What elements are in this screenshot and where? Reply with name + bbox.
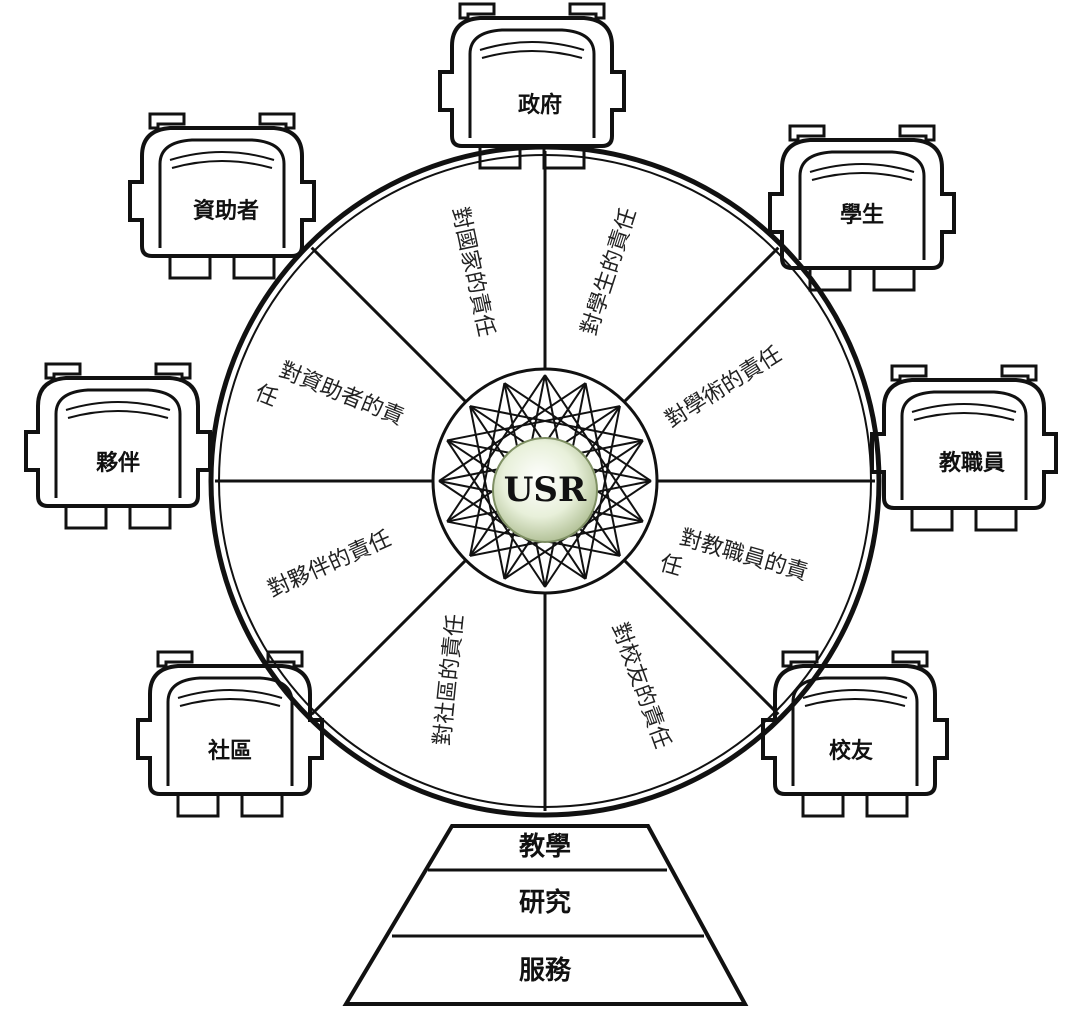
cabin-sponsors: 資助者 [128,112,316,280]
cabin-community: 社區 [136,650,324,818]
cabin-gov: 政府 [438,2,626,170]
spoke [310,246,467,403]
cabin-label-partners: 夥伴 [96,450,140,476]
star-line [438,382,587,482]
cabin-label-community: 社區 [208,738,252,764]
hub-star-pattern [438,374,652,588]
cabin-label-alumni: 校友 [829,738,873,764]
cabin-partners: 夥伴 [24,362,212,530]
segment-label-alumni: 對校友的責任 [606,620,675,753]
segment-label-students: 對學生的責任 [577,205,642,338]
base-pyramid: 教學 研究 服務 [342,824,749,1006]
segment-label-academic: 對學術的責任 [661,342,786,433]
segment-label-nation: 對國家的責任 [447,205,499,339]
wheel-spokes [215,151,875,811]
usr-label: USR [504,470,587,510]
cabin-label-gov: 政府 [518,92,562,118]
cabin-staff: 教職員 [870,364,1058,532]
wheel: USR [208,144,882,818]
cabin-alumni: 校友 [761,650,949,818]
segment-label-sponsors: 對資助者的責任 [251,353,407,459]
cabin-label-staff: 教職員 [939,450,1005,476]
spoke [623,559,780,716]
segment-label-community: 對社區的責任 [430,613,469,747]
spoke [310,559,467,716]
star-line [469,405,644,442]
star-line [503,382,652,482]
segment-label-staff: 對教職員的責任 [657,522,811,615]
spoke [623,246,780,403]
base-outline [342,824,749,1006]
star-line [446,405,621,442]
cabin-students: 學生 [768,124,956,292]
usr-center-badge [492,437,598,543]
base-tier-service: 服務 [519,956,572,986]
base-tier-research: 研究 [519,887,571,918]
base-tier-teaching: 教學 [519,832,571,862]
cabin-label-sponsors: 資助者 [193,198,259,224]
segment-label-partners: 對夥伴的責任 [264,526,395,603]
cabin-label-students: 學生 [840,202,884,228]
